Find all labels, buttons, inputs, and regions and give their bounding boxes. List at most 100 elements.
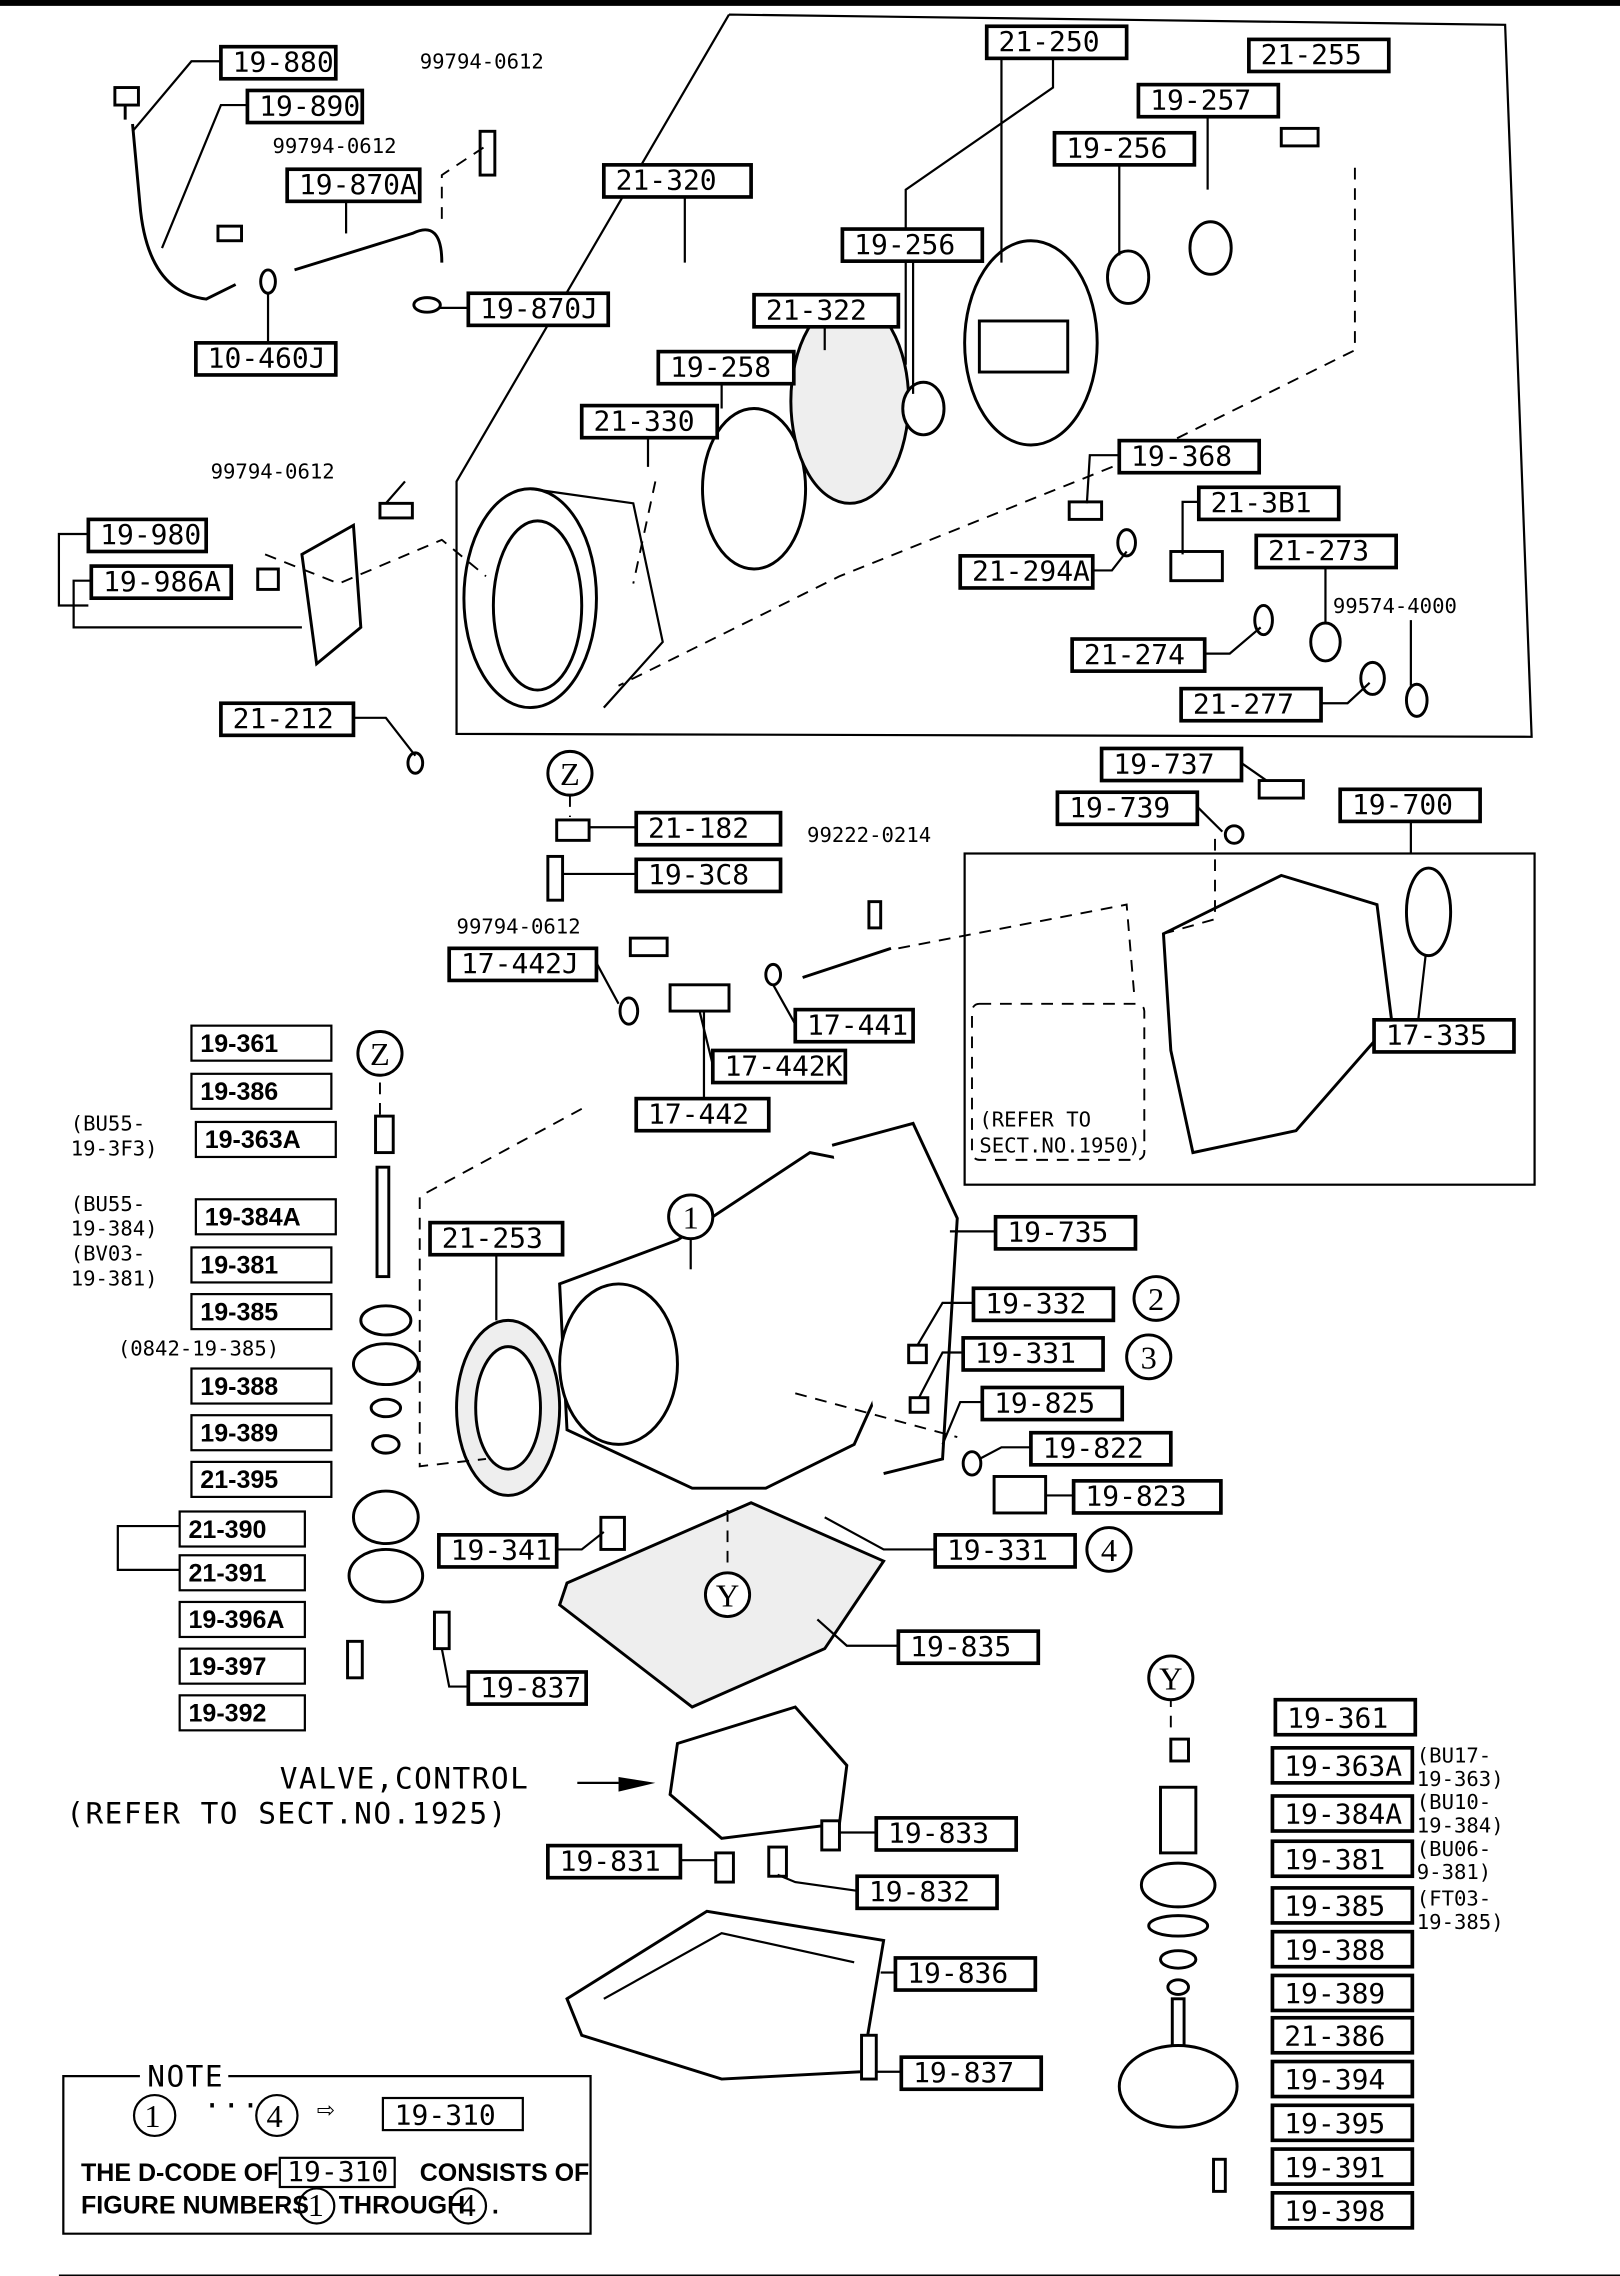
part-callout-left[interactable]: 19-397 bbox=[178, 1647, 306, 1685]
part-callout[interactable]: 21-330 bbox=[579, 403, 720, 440]
part-callout[interactable]: 19-823 bbox=[1071, 1479, 1223, 1515]
part-callout[interactable]: 21-322 bbox=[752, 292, 901, 329]
part-number: 21-3B1 bbox=[1211, 486, 1312, 519]
oil-pan-inner bbox=[603, 1931, 855, 2000]
plain-part-number[interactable]: 99794-0612 bbox=[457, 915, 581, 939]
part-callout[interactable]: 19-398 bbox=[1270, 2191, 1415, 2230]
part-number: 21-395 bbox=[200, 1466, 278, 1494]
part-callout[interactable]: 19-341 bbox=[437, 1533, 559, 1569]
part-callout-left[interactable]: 19-381 bbox=[190, 1246, 333, 1284]
part-callout[interactable]: 19-256 bbox=[840, 227, 985, 263]
part-callout[interactable]: 17-442K bbox=[710, 1048, 848, 1085]
part-callout[interactable]: 21-253 bbox=[428, 1220, 565, 1257]
part-callout[interactable]: 19-394 bbox=[1270, 2059, 1415, 2099]
part-number: 19-341 bbox=[451, 1534, 552, 1567]
spring-19-363A bbox=[1159, 1785, 1198, 1855]
bolt-21-255 bbox=[1279, 126, 1320, 148]
part-callout[interactable]: 19-870A bbox=[285, 167, 422, 204]
part-callout-left[interactable]: 19-392 bbox=[178, 1694, 306, 1732]
part-number: 19-837 bbox=[480, 1671, 581, 1704]
part-callout[interactable]: 21-320 bbox=[601, 163, 753, 199]
part-callout[interactable]: 17-441 bbox=[793, 1007, 915, 1044]
part-callout[interactable]: 19-837 bbox=[466, 1670, 588, 1706]
part-callout[interactable]: 19-870J bbox=[466, 291, 611, 328]
part-callout-left[interactable]: 19-361 bbox=[190, 1024, 333, 1062]
part-callout[interactable]: 19-737 bbox=[1099, 746, 1244, 783]
part-callout-left[interactable]: 21-395 bbox=[190, 1460, 333, 1499]
part-callout[interactable]: 19-835 bbox=[896, 1629, 1041, 1666]
plain-part-number[interactable]: 99794-0612 bbox=[420, 50, 544, 74]
part-callout[interactable]: 21-274 bbox=[1070, 637, 1207, 673]
part-number: 17-442J bbox=[461, 947, 579, 980]
marker-circle bbox=[703, 1571, 752, 1619]
callout-box bbox=[190, 1246, 333, 1284]
part-callout[interactable]: 17-442J bbox=[447, 946, 599, 983]
part-callout[interactable]: 19-832 bbox=[855, 1874, 999, 1911]
part-callout-left[interactable]: 19-386 bbox=[190, 1072, 333, 1110]
part-callout[interactable]: 21-250 bbox=[984, 24, 1129, 61]
part-callout[interactable]: 19-388 bbox=[1270, 1929, 1415, 1969]
part-callout[interactable]: 21-3B1 bbox=[1196, 485, 1341, 522]
plain-part-number[interactable]: 99574-4000 bbox=[1333, 594, 1457, 618]
part-callout[interactable]: 19-837 bbox=[899, 2055, 1044, 2092]
part-callout[interactable]: 19-384A bbox=[1270, 1794, 1415, 1833]
part-callout-left[interactable]: 19-396A bbox=[178, 1600, 306, 1639]
callout-box bbox=[1270, 2059, 1415, 2099]
part-callout-left[interactable]: 19-388 bbox=[190, 1367, 333, 1405]
part-callout[interactable]: 21-273 bbox=[1254, 533, 1398, 570]
part-callout-left[interactable]: 19-385 bbox=[190, 1293, 333, 1331]
part-callout-left[interactable]: 19-384A bbox=[194, 1198, 337, 1236]
part-callout[interactable]: 19-986A bbox=[89, 564, 234, 601]
part-callout[interactable]: 19-880 bbox=[219, 44, 338, 81]
part-callout-left[interactable]: 19-389 bbox=[190, 1414, 333, 1452]
part-callout[interactable]: 19-332 bbox=[971, 1286, 1116, 1323]
part-callout[interactable]: 19-368 bbox=[1117, 438, 1262, 475]
part-callout[interactable]: 19-381 bbox=[1270, 1839, 1415, 1879]
piston-19-381 bbox=[1139, 1861, 1217, 1909]
part-callout[interactable]: 21-212 bbox=[219, 701, 356, 738]
plain-part-number[interactable]: 99222-0214 bbox=[807, 823, 931, 847]
part-callout[interactable]: 19-3C8 bbox=[634, 857, 783, 894]
plain-part-number[interactable]: 99794-0612 bbox=[272, 134, 396, 158]
part-callout[interactable]: 19-825 bbox=[980, 1385, 1125, 1422]
callout-box bbox=[1270, 1746, 1415, 1785]
part-callout[interactable]: 19-391 bbox=[1270, 2147, 1415, 2186]
figure-marker: Y bbox=[703, 1571, 752, 1619]
part-callout[interactable]: 19-836 bbox=[893, 1956, 1038, 1992]
plain-part-number[interactable]: 99794-0612 bbox=[211, 460, 335, 484]
part-callout[interactable]: 21-277 bbox=[1179, 686, 1323, 723]
part-callout[interactable]: 21-294A bbox=[958, 554, 1095, 590]
part-callout[interactable]: 19-739 bbox=[1055, 790, 1200, 827]
part-callout[interactable]: 19-257 bbox=[1136, 82, 1281, 119]
part-callout[interactable]: 19-700 bbox=[1338, 787, 1482, 824]
part-callout[interactable]: 19-822 bbox=[1029, 1430, 1173, 1467]
part-number: 19-823 bbox=[1085, 1480, 1186, 1513]
part-callout[interactable]: 17-335 bbox=[1372, 1017, 1516, 1054]
part-callout[interactable]: 19-890 bbox=[245, 88, 365, 125]
part-callout[interactable]: 19-258 bbox=[656, 349, 796, 386]
part-callout[interactable]: 19-331 bbox=[961, 1336, 1105, 1372]
part-callout[interactable]: 21-182 bbox=[634, 810, 783, 847]
part-callout[interactable]: 19-385 bbox=[1270, 1886, 1415, 1925]
part-callout-left[interactable]: 19-363A bbox=[194, 1120, 337, 1159]
part-callout[interactable]: 10-460J bbox=[194, 341, 338, 377]
part-callout-left[interactable]: 21-390 bbox=[178, 1510, 306, 1548]
callout-box bbox=[752, 292, 901, 329]
part-callout[interactable]: 19-980 bbox=[86, 517, 209, 554]
part-callout[interactable]: 21-386 bbox=[1270, 2015, 1415, 2055]
part-callout[interactable]: 19-331 bbox=[933, 1533, 1077, 1569]
part-callout[interactable]: 21-255 bbox=[1247, 37, 1391, 74]
part-callout[interactable]: 19-389 bbox=[1270, 1973, 1415, 2013]
part-callout[interactable]: 19-363A bbox=[1270, 1746, 1415, 1785]
part-callout[interactable]: 19-735 bbox=[993, 1214, 1138, 1251]
part-callout[interactable]: 19-395 bbox=[1270, 2103, 1415, 2143]
part-number: 21-330 bbox=[594, 405, 695, 438]
part-callout[interactable]: 19-256 bbox=[1052, 130, 1197, 167]
part-callout[interactable]: 17-442 bbox=[634, 1096, 771, 1133]
part-callout[interactable]: 19-831 bbox=[546, 1843, 683, 1880]
part-callout[interactable]: 19-361 bbox=[1273, 1697, 1418, 1737]
part-callout[interactable]: 19-833 bbox=[874, 1816, 1019, 1852]
part-callout-left[interactable]: 21-391 bbox=[178, 1554, 306, 1592]
arrow-to-valve bbox=[618, 1777, 656, 1792]
